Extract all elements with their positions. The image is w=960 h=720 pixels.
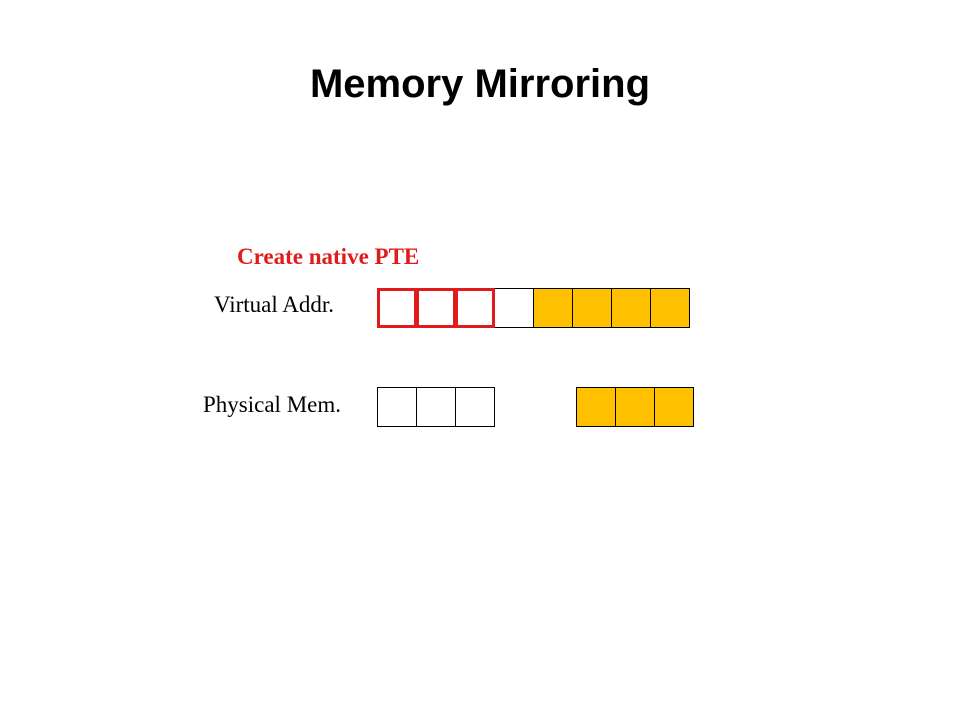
virtual-page-cell-new-pte	[455, 288, 495, 328]
virtual-page-cell-new-pte	[377, 288, 417, 328]
physical-page-cell	[654, 387, 694, 427]
physical-page-cell	[576, 387, 616, 427]
virtual-page-cell	[572, 288, 612, 328]
physical-memory-group-left	[377, 387, 495, 427]
virtual-page-cell-new-pte	[416, 288, 456, 328]
virtual-page-cell	[533, 288, 573, 328]
physical-page-cell	[615, 387, 655, 427]
physical-page-cell	[416, 387, 456, 427]
physical-page-cell	[455, 387, 495, 427]
virtual-page-cell	[494, 288, 534, 328]
virtual-address-label: Virtual Addr.	[214, 292, 334, 317]
slide-title: Memory Mirroring	[309, 62, 651, 106]
annotation-create-native-pte: Create native PTE	[237, 244, 420, 269]
virtual-address-cells	[377, 288, 690, 328]
virtual-page-cell	[611, 288, 651, 328]
physical-memory-group-right	[576, 387, 694, 427]
physical-page-cell	[377, 387, 417, 427]
physical-memory-label: Physical Mem.	[203, 392, 341, 417]
virtual-page-cell	[650, 288, 690, 328]
